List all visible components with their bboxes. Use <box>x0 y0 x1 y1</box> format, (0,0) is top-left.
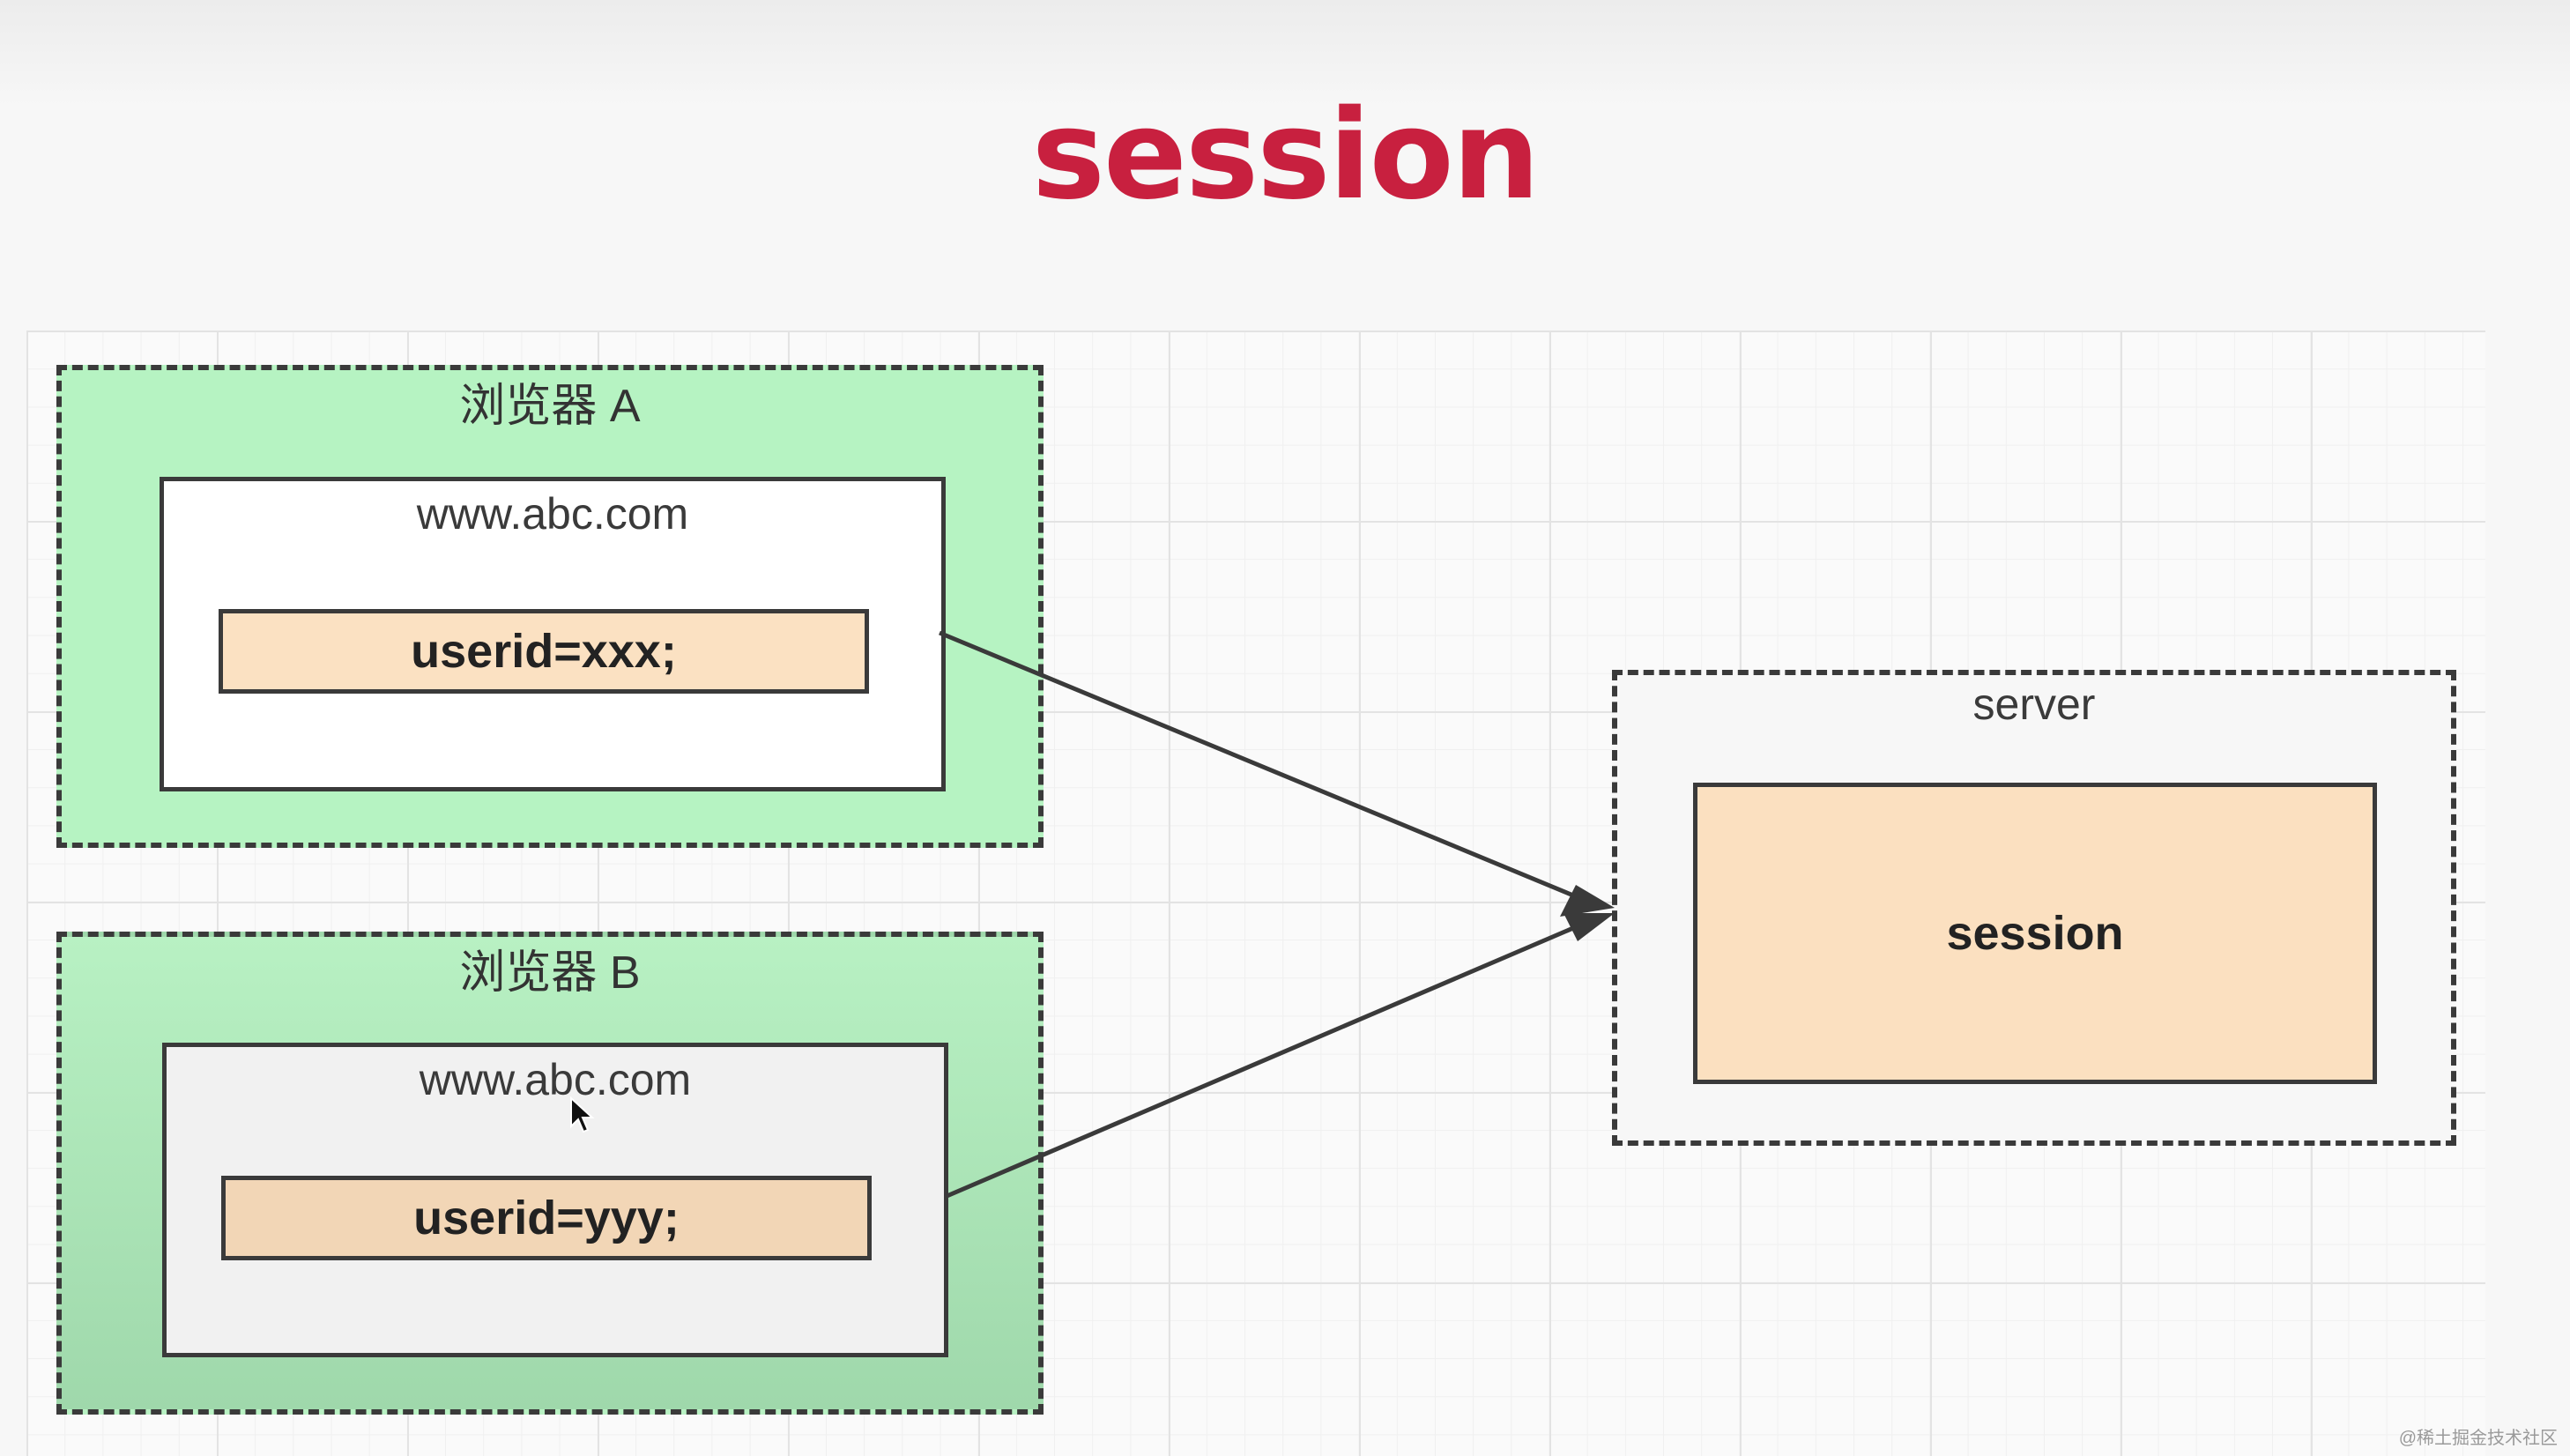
slide-title: session <box>1031 84 1541 227</box>
browser-b-site-label: www.abc.com <box>419 1055 692 1104</box>
browser-b-site-box: www.abc.com userid=yyy; <box>162 1043 948 1357</box>
browser-b-cookie: userid=yyy; <box>221 1176 872 1260</box>
arrowhead-icon <box>1564 913 1615 941</box>
arrow-a-to-server <box>939 630 1578 900</box>
arrow-b-to-server <box>944 923 1580 1200</box>
browser-a-site-label: www.abc.com <box>416 489 689 539</box>
mouse-cursor-icon <box>570 1096 595 1133</box>
server-label: server <box>1972 680 2096 729</box>
session-store-box: session <box>1693 783 2377 1084</box>
browser-b-label: 浏览器 B <box>459 947 641 999</box>
top-shade <box>0 0 2570 106</box>
arrowhead-icon <box>1560 885 1615 917</box>
browser-a-label: 浏览器 A <box>459 381 641 432</box>
watermark: @稀土掘金技术社区 <box>2398 1429 2558 1448</box>
browser-b-container: 浏览器 B www.abc.com userid=yyy; <box>56 932 1044 1415</box>
browser-a-cookie: userid=xxx; <box>219 609 869 694</box>
